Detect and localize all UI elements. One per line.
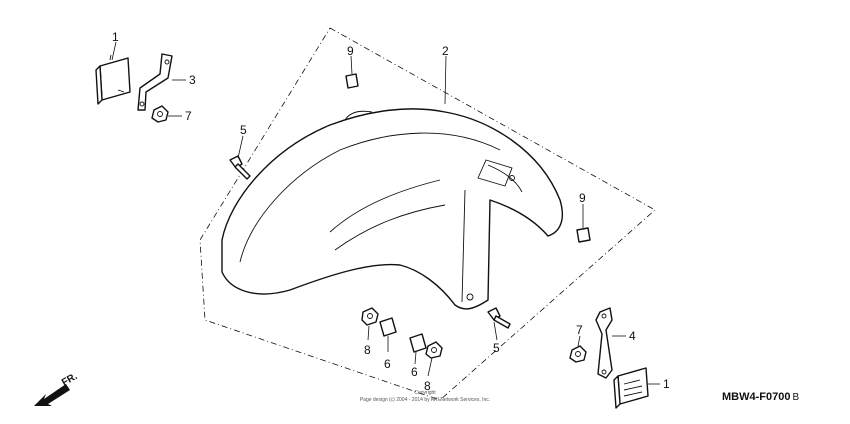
callout-1-right: 1 <box>663 377 670 391</box>
callout-7-right: 7 <box>576 323 583 337</box>
callout-9-right: 9 <box>579 191 586 205</box>
callout-5-left: 5 <box>240 123 247 137</box>
callout-7-left: 7 <box>185 109 192 123</box>
collar-8-right[interactable] <box>425 341 443 359</box>
clip-6-right[interactable] <box>409 333 427 353</box>
nut-7-right[interactable] <box>569 345 587 363</box>
nut-7-left[interactable] <box>151 105 169 123</box>
front-arrow-icon <box>34 384 70 406</box>
callout-2: 2 <box>442 44 449 58</box>
clip-nut-9-top[interactable] <box>345 73 359 89</box>
callout-6-left: 6 <box>384 357 391 371</box>
callout-5-right: 5 <box>493 341 500 355</box>
callout-labels: 1 3 7 5 9 2 9 8 6 6 8 5 7 4 1 <box>112 30 670 393</box>
bolt-5-right[interactable] <box>487 307 511 329</box>
front-direction-label: FR. <box>60 371 80 389</box>
copyright-line-2: Page design (c) 2004 - 2014 by ARI Netwo… <box>360 397 490 403</box>
callout-9-top: 9 <box>347 44 354 58</box>
callout-8-right: 8 <box>424 379 431 393</box>
callout-4: 4 <box>629 329 636 343</box>
bolt-5-left[interactable] <box>229 155 251 180</box>
callout-8-left: 8 <box>364 343 371 357</box>
clip-nut-9-right[interactable] <box>576 227 591 243</box>
callout-6-right: 6 <box>411 365 418 379</box>
bracket-3[interactable] <box>137 53 173 111</box>
front-fender[interactable] <box>221 108 564 310</box>
copyright-line-1: Copyright <box>414 390 436 396</box>
bracket-4[interactable] <box>595 307 613 379</box>
callout-3: 3 <box>189 73 196 87</box>
front-direction-indicator: FR. <box>34 371 80 406</box>
clip-6-left[interactable] <box>379 317 397 337</box>
reflector-left[interactable] <box>95 54 131 105</box>
callout-1-left: 1 <box>112 30 119 44</box>
assembly-boundary <box>199 27 656 401</box>
collar-8-left[interactable] <box>361 307 379 326</box>
leader-lines <box>111 41 660 385</box>
reflector-right[interactable] <box>613 367 649 409</box>
